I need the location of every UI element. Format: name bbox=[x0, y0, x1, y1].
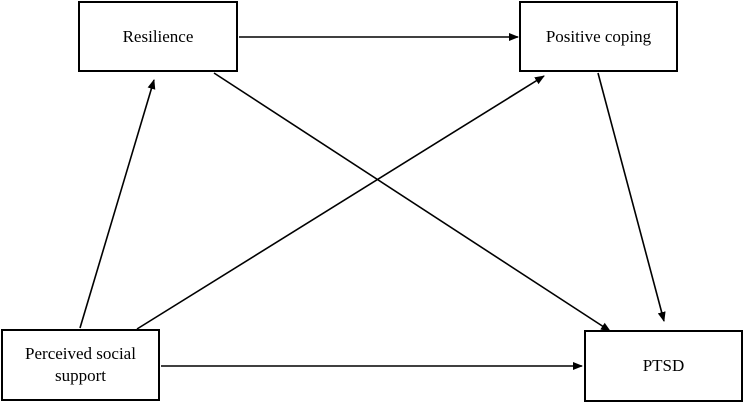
node-label-positive-coping: Positive coping bbox=[545, 26, 652, 46]
node-positive-coping: Positive coping bbox=[519, 1, 678, 72]
arrow-resilience-to-ptsd bbox=[213, 72, 611, 332]
node-ptsd: PTSD bbox=[584, 330, 743, 402]
arrow-social-support-to-positive-coping bbox=[136, 75, 545, 330]
node-label-resilience: Resilience bbox=[122, 26, 194, 46]
arrow-social-support-to-resilience bbox=[79, 79, 156, 329]
node-label-ptsd: PTSD bbox=[642, 356, 685, 375]
arrow-positive-coping-to-ptsd bbox=[597, 72, 666, 322]
node-perceived-social-support: Perceived social support bbox=[1, 329, 160, 401]
node-resilience: Resilience bbox=[78, 1, 238, 72]
node-label-perceived-social-support: Perceived social support bbox=[25, 344, 136, 385]
